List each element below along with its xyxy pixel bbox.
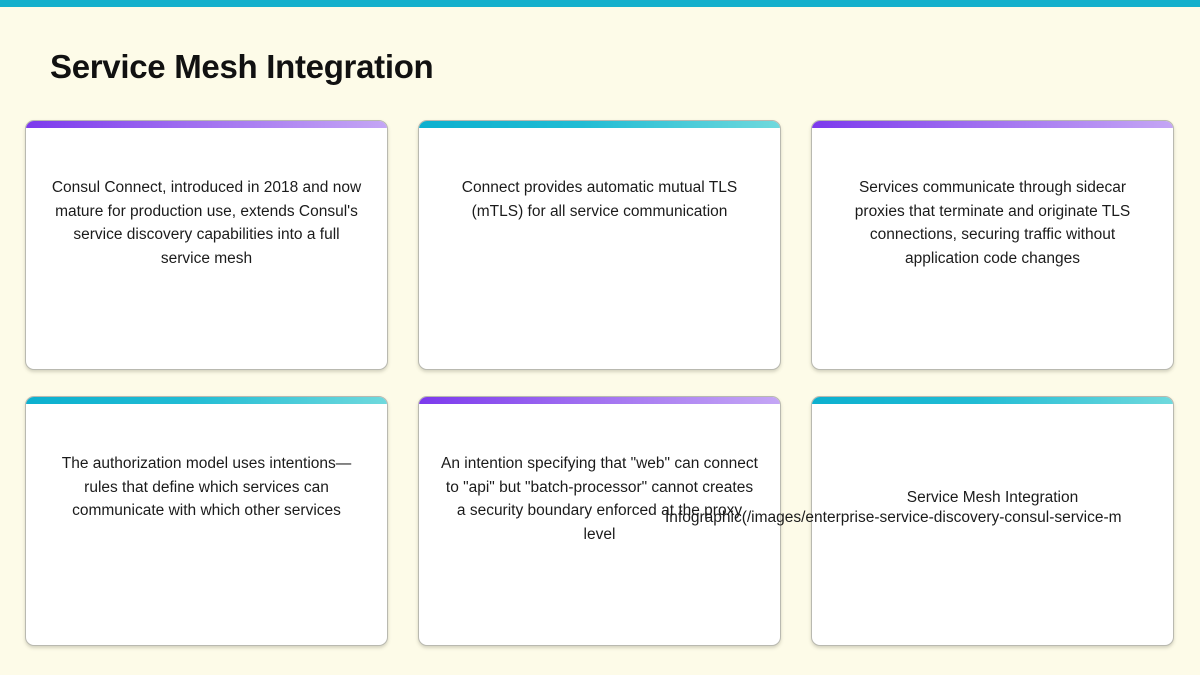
card-accent-bar (26, 121, 387, 128)
card-accent-bar (812, 121, 1173, 128)
info-card[interactable]: An intention specifying that "web" can c… (418, 396, 781, 646)
card-body: Connect provides automatic mutual TLS (m… (419, 128, 780, 223)
info-card[interactable]: The authorization model uses intentions—… (25, 396, 388, 646)
card-text: An intention specifying that "web" can c… (441, 455, 758, 543)
info-card[interactable]: Service Mesh Integration (811, 396, 1174, 646)
card-text: Connect provides automatic mutual TLS (m… (461, 179, 738, 220)
card-body: An intention specifying that "web" can c… (419, 404, 780, 546)
card-text: The authorization model uses intentions—… (61, 455, 352, 520)
top-accent-bar (0, 0, 1200, 7)
card-grid: Consul Connect, introduced in 2018 and n… (25, 120, 1175, 646)
card-accent-bar (419, 397, 780, 404)
info-card[interactable]: Services communicate through sidecar pro… (811, 120, 1174, 370)
card-body: Consul Connect, introduced in 2018 and n… (26, 128, 387, 270)
card-text: Consul Connect, introduced in 2018 and n… (51, 179, 362, 267)
info-card[interactable]: Consul Connect, introduced in 2018 and n… (25, 120, 388, 370)
card-accent-bar (26, 397, 387, 404)
card-body: The authorization model uses intentions—… (26, 404, 387, 523)
card-text: Services communicate through sidecar pro… (854, 179, 1131, 267)
card-body: Services communicate through sidecar pro… (812, 128, 1173, 270)
info-card[interactable]: Connect provides automatic mutual TLS (m… (418, 120, 781, 370)
card-text: Service Mesh Integration (906, 489, 1079, 506)
card-body: Service Mesh Integration (812, 404, 1173, 510)
card-accent-bar (812, 397, 1173, 404)
card-accent-bar (419, 121, 780, 128)
page-title: Service Mesh Integration (50, 48, 434, 86)
